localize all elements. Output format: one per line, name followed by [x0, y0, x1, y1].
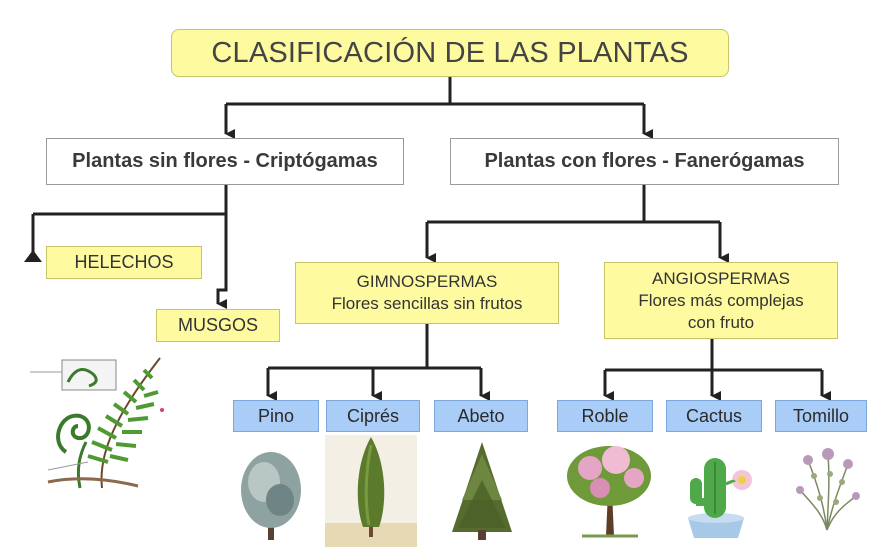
gymnosperms-description: Flores sencillas sin frutos [331, 294, 523, 313]
diagram-title: CLASIFICACIÓN DE LAS PLANTAS [171, 29, 729, 77]
angiosperms-description-line1: Flores más complejas [638, 290, 804, 310]
cypress-tree-image [325, 435, 417, 547]
mosses-box: MUSGOS [156, 309, 280, 342]
gymnosperms-box: GIMNOSPERMAS Flores sencillas sin frutos [295, 262, 559, 324]
arrow-head-ferns [24, 250, 42, 262]
angiosperms-box: ANGIOSPERMAS Flores más complejas con fr… [604, 262, 838, 339]
arrow-to-mosses [216, 214, 228, 309]
thyme-image [796, 448, 860, 531]
ferns-box: HELECHOS [46, 246, 202, 279]
gymnosperms-name: GIMNOSPERMAS [356, 272, 498, 291]
oak-tree-image [567, 446, 651, 538]
cactus-image [688, 458, 752, 538]
phanerogams-box: Plantas con flores - Fanerógamas [450, 138, 839, 185]
example-cactus: Cactus [666, 400, 762, 432]
example-cipres: Ciprés [326, 400, 420, 432]
example-pino: Pino [233, 400, 319, 432]
pine-tree-image [241, 452, 301, 540]
fern-illustration [30, 357, 164, 489]
cryptogams-box: Plantas sin flores - Criptógamas [46, 138, 404, 185]
angiosperms-name: ANGIOSPERMAS [652, 268, 790, 288]
example-roble: Roble [557, 400, 653, 432]
angiosperms-description-line2: con fruto [687, 312, 755, 332]
example-abeto: Abeto [434, 400, 528, 432]
fir-tree-image [452, 442, 512, 540]
example-tomillo: Tomillo [775, 400, 867, 432]
